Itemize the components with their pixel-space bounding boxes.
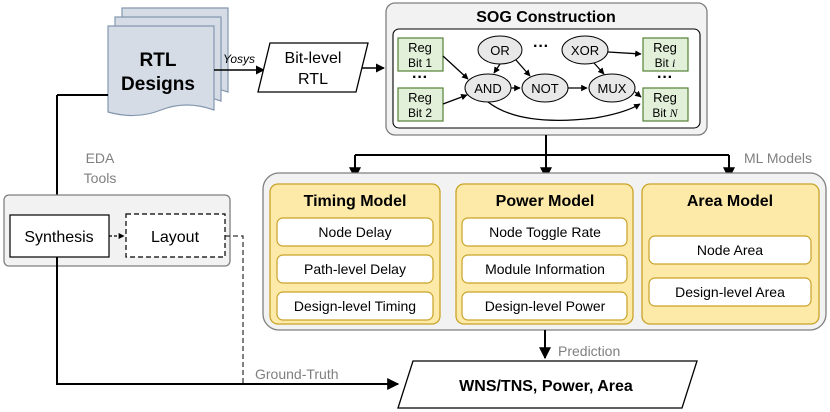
- reg-bit-2-node: Reg Bit 2: [397, 87, 444, 122]
- reg-bit-i-label-top: Reg: [653, 40, 677, 55]
- area-item-node-area: Node Area: [697, 242, 763, 258]
- reg-bit-i-label-bottom: Bit i: [655, 56, 676, 70]
- timing-item-node-delay: Node Delay: [318, 224, 391, 240]
- output-box: WNS/TNS, Power, Area: [397, 360, 698, 409]
- timing-model-card: Timing Model Node Delay Path-level Delay…: [269, 183, 441, 325]
- reg-bit-1-label-top: Reg: [408, 40, 432, 55]
- mux-label: MUX: [598, 81, 627, 96]
- xor-node: XOR: [561, 35, 609, 65]
- area-model-card: Area Model Node Area Design-level Area: [641, 183, 820, 325]
- rtl-title-line1: RTL: [140, 50, 177, 71]
- and-label: AND: [474, 81, 501, 96]
- timing-item-design-timing: Design-level Timing: [294, 298, 416, 314]
- timing-item-path-delay: Path-level Delay: [304, 261, 406, 277]
- or-label: OR: [490, 43, 510, 58]
- or-node: OR: [477, 35, 523, 65]
- power-item-module-info: Module Information: [485, 261, 605, 277]
- reg-bit-2-label-top: Reg: [408, 90, 432, 105]
- area-item-design-area: Design-level Area: [675, 284, 785, 300]
- bitlevel-line2: RTL: [298, 71, 328, 88]
- layout-label: Layout: [151, 229, 200, 246]
- synthesis-label: Synthesis: [24, 229, 93, 246]
- synthesis-ground-truth-path: [56, 257, 400, 390]
- layout-ground-truth-path: [225, 235, 244, 384]
- sog-title: SOG Construction: [476, 9, 616, 26]
- reg-bit-2-label-bottom: Bit 2: [408, 106, 432, 120]
- reg-bit-n-label-top: Reg: [653, 90, 677, 105]
- gate-dots: ···: [533, 38, 549, 55]
- eda-tools-line1: EDA: [86, 150, 115, 166]
- not-label: NOT: [531, 81, 559, 96]
- reg-bit-i-node: Reg Bit i: [642, 37, 689, 72]
- reg-bit-n-label-bottom: Bit N: [652, 106, 678, 120]
- not-node: NOT: [521, 73, 569, 103]
- reg-dots-right: ···: [657, 69, 673, 86]
- ground-truth-label: Ground-Truth: [255, 366, 339, 382]
- eda-tools-line2: Tools: [84, 170, 117, 186]
- output-label: WNS/TNS, Power, Area: [459, 378, 633, 395]
- power-model-card: Power Model Node Toggle Rate Module Info…: [455, 183, 634, 325]
- xor-label: XOR: [571, 43, 599, 58]
- rtl-title-line2: Designs: [121, 74, 195, 95]
- reg-dots-left: ···: [412, 69, 428, 86]
- sog-edges: [442, 50, 642, 122]
- timing-model-title: Timing Model: [304, 193, 407, 210]
- area-model-title: Area Model: [687, 193, 773, 210]
- sog-to-models-arrows: [349, 135, 735, 180]
- power-item-toggle-rate: Node Toggle Rate: [489, 224, 601, 240]
- and-node: AND: [464, 73, 512, 103]
- bitlevel-line1: Bit-level: [285, 50, 342, 67]
- reg-bit-1-label-bottom: Bit 1: [408, 56, 432, 70]
- bit-level-rtl-box: Bit-level RTL: [257, 42, 369, 93]
- rtl-designs-stack: RTL Designs: [107, 7, 229, 117]
- reg-bit-n-node: Reg Bit N: [642, 87, 689, 122]
- synthesis-box: Synthesis: [9, 214, 110, 258]
- power-item-design-power: Design-level Power: [485, 298, 606, 314]
- reg-bit-1-node: Reg Bit 1: [397, 37, 444, 72]
- mux-node: MUX: [588, 73, 636, 103]
- ml-models-label: ML Models: [744, 150, 812, 166]
- power-model-title: Power Model: [496, 193, 595, 210]
- prediction-label: Prediction: [558, 343, 620, 359]
- yosys-label: Yosys: [223, 52, 255, 66]
- layout-box: Layout: [125, 213, 226, 258]
- sog-construction-panel: SOG Construction Reg Bit 1 ··· Reg Bit 2…: [385, 2, 708, 136]
